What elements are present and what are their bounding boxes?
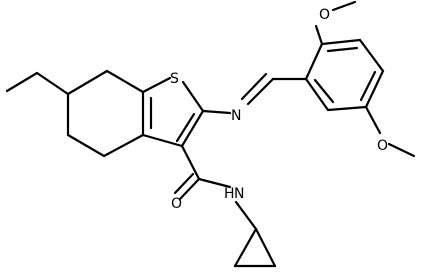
bond [141, 133, 184, 148]
bond [180, 144, 201, 181]
bond [304, 77, 330, 112]
bond [326, 46, 359, 53]
methoxy-bottom-oxygen-label: O [377, 138, 388, 154]
bond [173, 172, 195, 195]
cyclohexene-ring [66, 69, 153, 158]
bond [66, 133, 106, 158]
bond [387, 142, 416, 158]
bond [304, 42, 324, 81]
bond [178, 177, 201, 201]
bond [141, 76, 172, 94]
bond [314, 24, 324, 46]
sulfur-atom-label: S [170, 71, 179, 87]
bond [246, 77, 275, 106]
amide-nitrogen-label: N [234, 186, 244, 202]
imine-nitrogen-label: N [231, 108, 241, 124]
bond [320, 38, 362, 46]
bond [35, 71, 70, 96]
bond [175, 112, 196, 143]
bond [234, 200, 258, 231]
bond [313, 78, 335, 104]
methoxy-top-oxygen-label: O [319, 7, 330, 23]
methoxy-top [314, 0, 357, 46]
bond [105, 69, 145, 94]
bond [181, 80, 205, 113]
dimethoxyphenyl-ring [304, 38, 385, 112]
bond [197, 177, 232, 189]
bond [180, 109, 205, 148]
bond [359, 70, 377, 102]
thiophene-ring [141, 76, 205, 148]
bond [233, 227, 258, 268]
bond [326, 105, 368, 112]
cyclopropyl-ring [233, 227, 277, 268]
imine-linker [201, 72, 308, 115]
atom-labels: S N N H O O O [170, 7, 388, 212]
bond [201, 109, 232, 115]
bond [364, 69, 385, 109]
ethyl-group [5, 71, 70, 96]
methoxy-bottom [364, 105, 416, 158]
bond [358, 38, 385, 73]
bond [102, 133, 145, 158]
bond [254, 227, 277, 268]
amide-hydrogen-label: H [224, 186, 235, 202]
carboxamide [173, 144, 258, 231]
carbonyl-oxygen-label: O [171, 196, 182, 212]
bond [5, 71, 39, 93]
bond [331, 0, 357, 12]
bond [66, 69, 109, 96]
bond [240, 72, 268, 101]
bond [364, 105, 382, 135]
